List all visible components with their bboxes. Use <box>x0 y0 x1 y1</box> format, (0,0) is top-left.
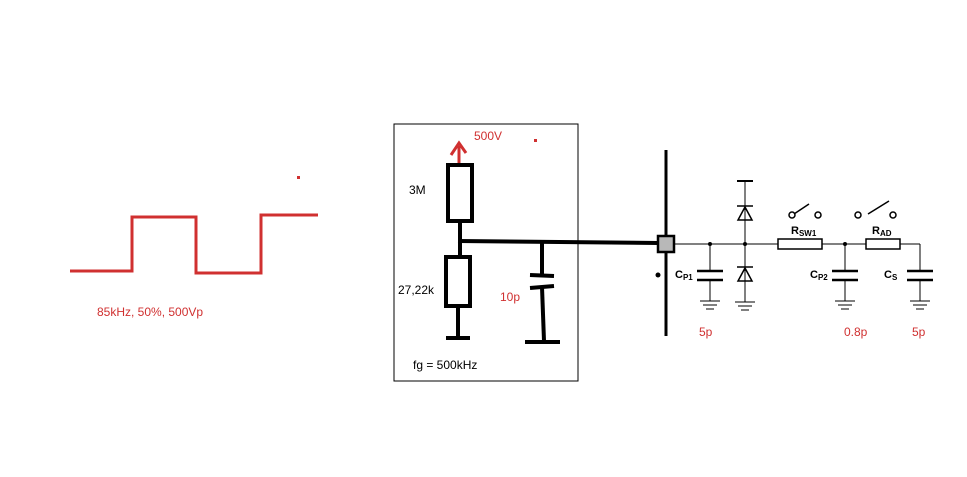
arrow-up-icon <box>449 140 468 165</box>
capacitor-icon <box>525 242 560 344</box>
resistor-icon <box>777 238 823 250</box>
dot <box>655 272 661 278</box>
cutoff-freq-label: fg = 500kHz <box>413 358 478 372</box>
supply-voltage-label: 500V <box>474 129 503 143</box>
rad-symbol: RAD <box>872 225 892 238</box>
switch-icon <box>788 203 822 219</box>
r-top-label: 3M <box>409 183 426 197</box>
resistor-icon <box>446 163 474 223</box>
ground-icon <box>910 300 930 310</box>
wire <box>457 239 660 245</box>
ground-icon <box>835 300 855 310</box>
stray-mark <box>534 139 537 142</box>
cs-symbol: CS <box>884 269 898 282</box>
c-filter-label: 10p <box>500 290 521 304</box>
pin-pad <box>656 234 676 254</box>
ground-icon <box>700 300 720 310</box>
stray-mark <box>297 176 300 179</box>
rsw1-symbol: RSW1 <box>791 225 817 238</box>
cp2-value-label: 0.8p <box>844 325 868 339</box>
switch-icon <box>854 200 897 219</box>
cp2-symbol: CP2 <box>810 269 828 282</box>
diode-icon <box>736 266 754 282</box>
square-wave-icon <box>70 213 318 275</box>
diode-icon <box>736 205 754 221</box>
divider-box <box>393 123 579 382</box>
r-bottom-label: 27,22k <box>398 283 435 297</box>
capacitor-icon <box>907 269 933 301</box>
cs-value-label: 5p <box>912 325 926 339</box>
capacitor-icon <box>832 242 858 301</box>
resistor-icon <box>444 255 472 308</box>
ground-icon <box>735 301 755 311</box>
cp1-symbol: CP1 <box>675 269 693 282</box>
resistor-icon <box>865 238 901 250</box>
capacitor-icon <box>697 242 723 301</box>
cp1-value-label: 5p <box>699 325 713 339</box>
waveform-spec-label: 85kHz, 50%, 500Vp <box>97 305 204 319</box>
